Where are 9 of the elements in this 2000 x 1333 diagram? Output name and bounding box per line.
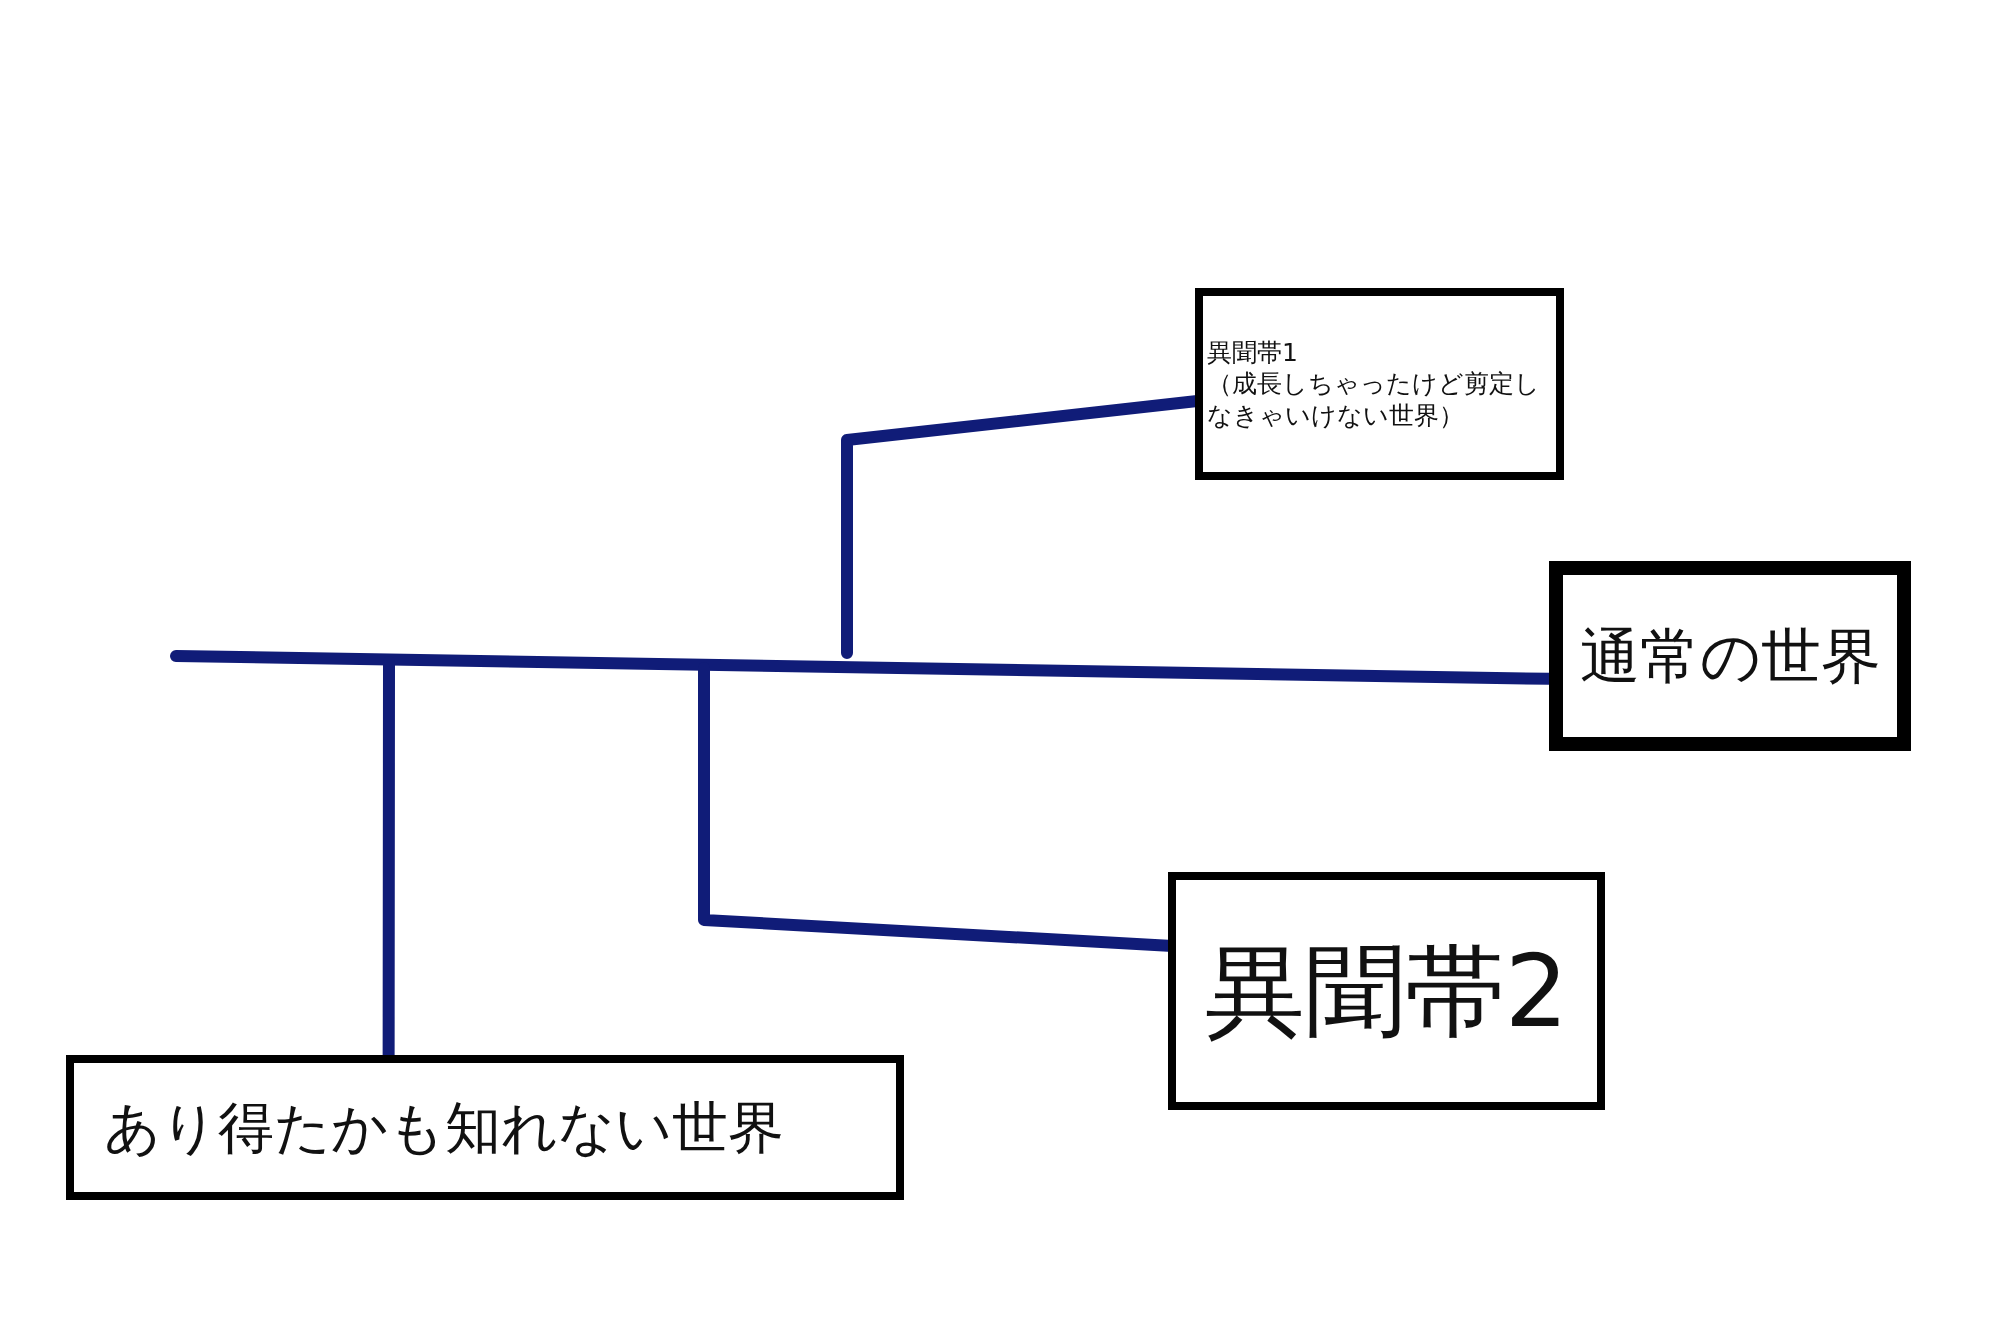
text-box — [66, 1055, 904, 1200]
node-note: （成長しちゃったけど剪定しなきゃいけない世界） — [1207, 368, 1541, 431]
node-title: 異聞帯2 — [1204, 931, 1569, 1052]
node-title: 通常の世界 — [1579, 619, 1881, 693]
node-title: 異聞帯1 — [1207, 337, 1298, 369]
text-box — [1168, 872, 1605, 1110]
node-title: あり得たかも知れない世界 — [104, 1093, 784, 1162]
text-box — [1195, 288, 1564, 480]
text-box — [1549, 561, 1911, 751]
